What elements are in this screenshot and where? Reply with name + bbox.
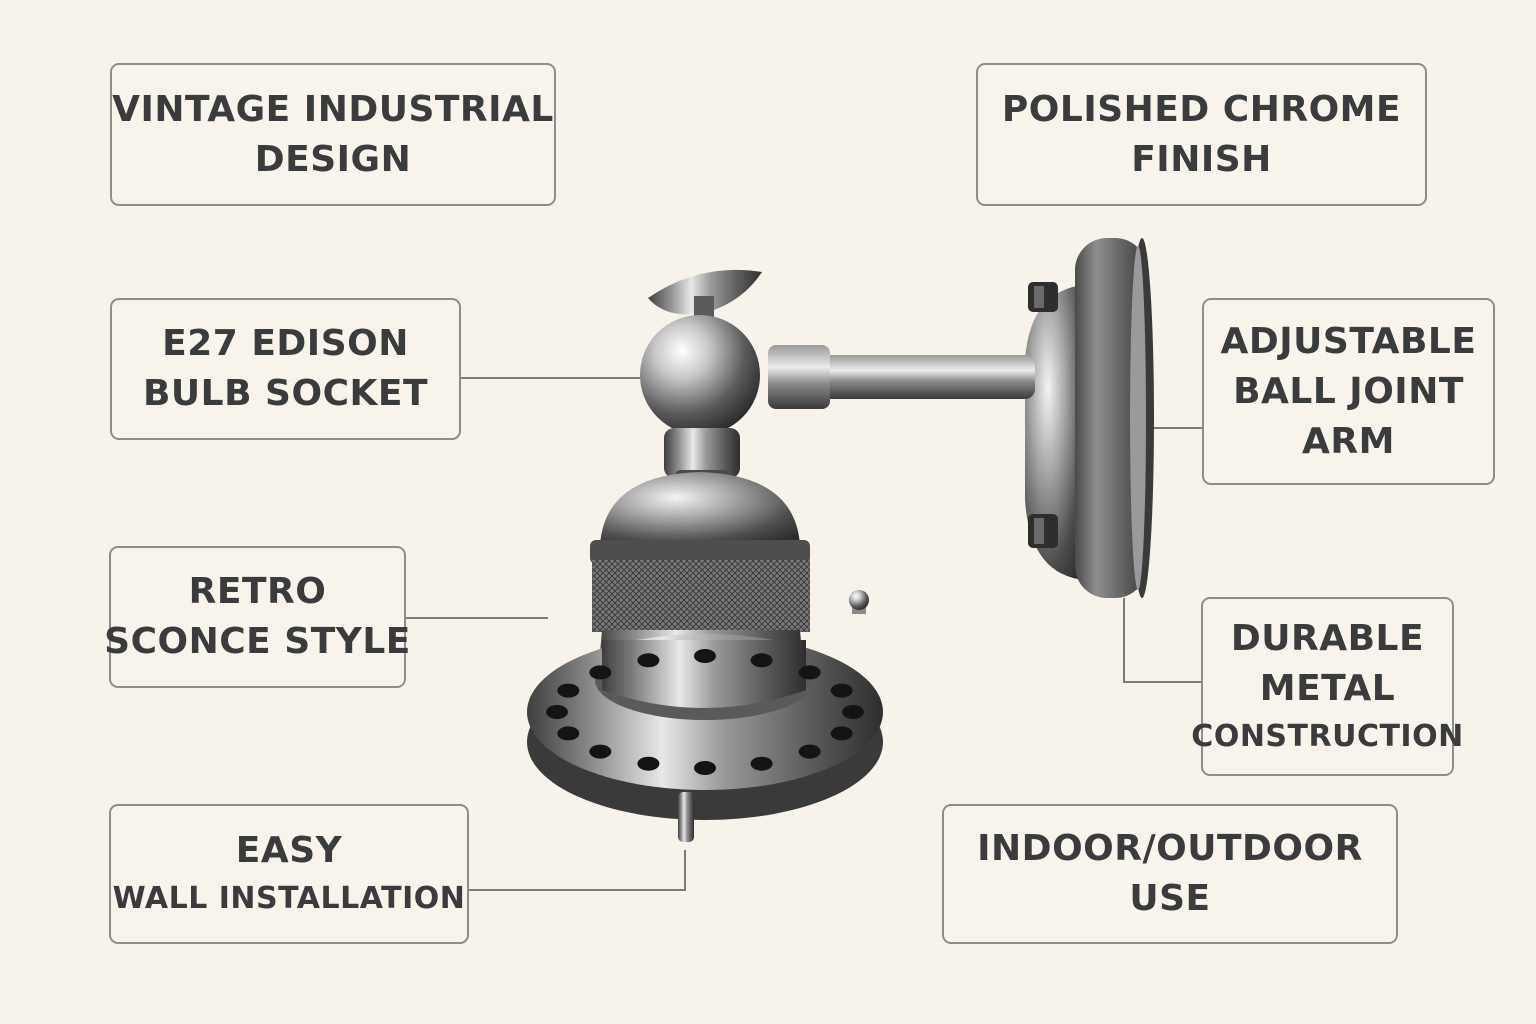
flange-hole — [830, 683, 853, 698]
feature-polished-chrome-finish: POLISHED CHROME FINISH — [976, 63, 1427, 206]
flange-hole — [750, 756, 773, 771]
ball-joint — [640, 269, 762, 492]
feature-text-line: BALL JOINT — [1233, 370, 1464, 412]
flange-hole — [798, 744, 821, 759]
feature-adjustable-ball-joint-arm: ADJUSTABLE BALL JOINT ARM — [1202, 298, 1495, 485]
feature-text-line: METAL — [1259, 667, 1396, 709]
feature-text-line: ARM — [1302, 420, 1395, 462]
swing-arm — [768, 345, 1035, 409]
leader-durable — [1123, 598, 1202, 683]
feature-text-line: RETRO — [188, 571, 327, 612]
feature-text-line: BULB SOCKET — [142, 373, 429, 414]
feature-text-line: SCONCE STYLE — [104, 621, 411, 662]
feature-text-line: EASY — [235, 830, 343, 871]
flange-hole — [589, 665, 612, 680]
feature-text-line: USE — [1129, 878, 1211, 919]
feature-text-line: POLISHED CHROME — [1001, 88, 1402, 130]
feature-text-line: ADJUSTABLE — [1220, 320, 1477, 362]
feature-durable-metal-construction: DURABLE METAL CONSTRUCTION — [1191, 597, 1463, 776]
feature-indoor-outdoor-use: INDOOR/OUTDOOR USE — [942, 804, 1398, 944]
feature-text-line: CONSTRUCTION — [1191, 718, 1464, 754]
feature-retro-sconce-style: RETRO SCONCE STYLE — [104, 546, 410, 688]
feature-text-line: E27 EDISON — [162, 323, 409, 364]
feature-text-line: INDOOR/OUTDOOR — [977, 828, 1363, 869]
flange-hole — [842, 705, 864, 719]
feature-text-line: VINTAGE INDUSTRIAL — [112, 88, 554, 130]
flange-hole — [830, 726, 853, 741]
feature-easy-wall-installation: EASY WALL INSTALLATION — [109, 804, 469, 944]
flange-hole — [589, 744, 612, 759]
feature-e27-bulb-socket: E27 EDISON BULB SOCKET — [110, 298, 461, 440]
flange-hole — [637, 653, 660, 668]
flange-hole — [694, 649, 716, 663]
flange-hole — [798, 665, 821, 680]
flange-hole — [557, 683, 580, 698]
feature-text-line: WALL INSTALLATION — [112, 881, 466, 916]
flange-hole — [750, 653, 773, 668]
feature-text-line: DURABLE — [1230, 617, 1425, 659]
flange-hole — [557, 726, 580, 741]
leader-install — [468, 850, 686, 891]
base-flange — [527, 590, 883, 842]
wall-mount-plate — [1025, 238, 1154, 598]
feature-text-line: FINISH — [1131, 138, 1272, 180]
flange-hole — [546, 705, 568, 719]
feature-text-line: DESIGN — [254, 138, 412, 180]
flange-holes — [546, 649, 864, 775]
flange-hole — [637, 756, 660, 771]
leader-lines — [405, 377, 1202, 891]
feature-vintage-industrial-design: VINTAGE INDUSTRIAL DESIGN — [110, 63, 556, 206]
flange-hole — [694, 761, 716, 775]
